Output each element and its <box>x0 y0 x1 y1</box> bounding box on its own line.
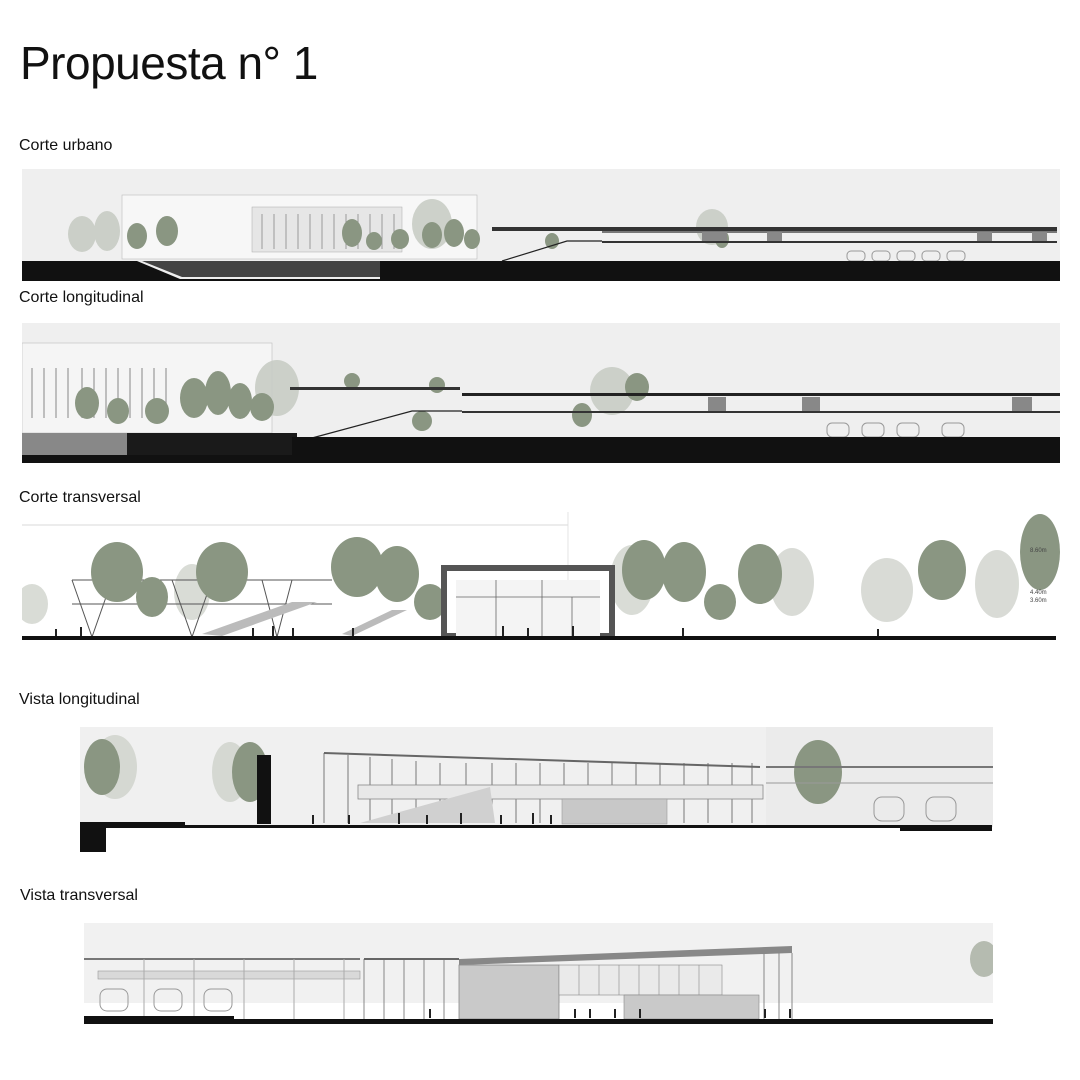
corte-urbano-drawing <box>22 169 1060 281</box>
section-label-vista-transversal: Vista transversal <box>20 887 138 904</box>
corte-longitudinal-drawing <box>22 323 1060 463</box>
level-mark-360: 3.60m <box>1030 598 1047 604</box>
corte-transversal-drawing: 8.60m 4.40m 3.60m <box>22 512 1060 644</box>
level-mark-860: 8.60m <box>1030 548 1047 554</box>
vista-transversal-drawing <box>84 923 993 1026</box>
section-label-corte-longitudinal: Corte longitudinal <box>19 289 144 306</box>
page-title: Propuesta n° 1 <box>20 37 318 89</box>
vista-longitudinal-drawing <box>80 727 993 853</box>
level-mark-440: 4.40m <box>1030 590 1047 596</box>
section-label-vista-longitudinal: Vista longitudinal <box>19 691 140 708</box>
section-label-corte-transversal: Corte transversal <box>19 489 141 506</box>
section-label-corte-urbano: Corte urbano <box>19 137 113 154</box>
